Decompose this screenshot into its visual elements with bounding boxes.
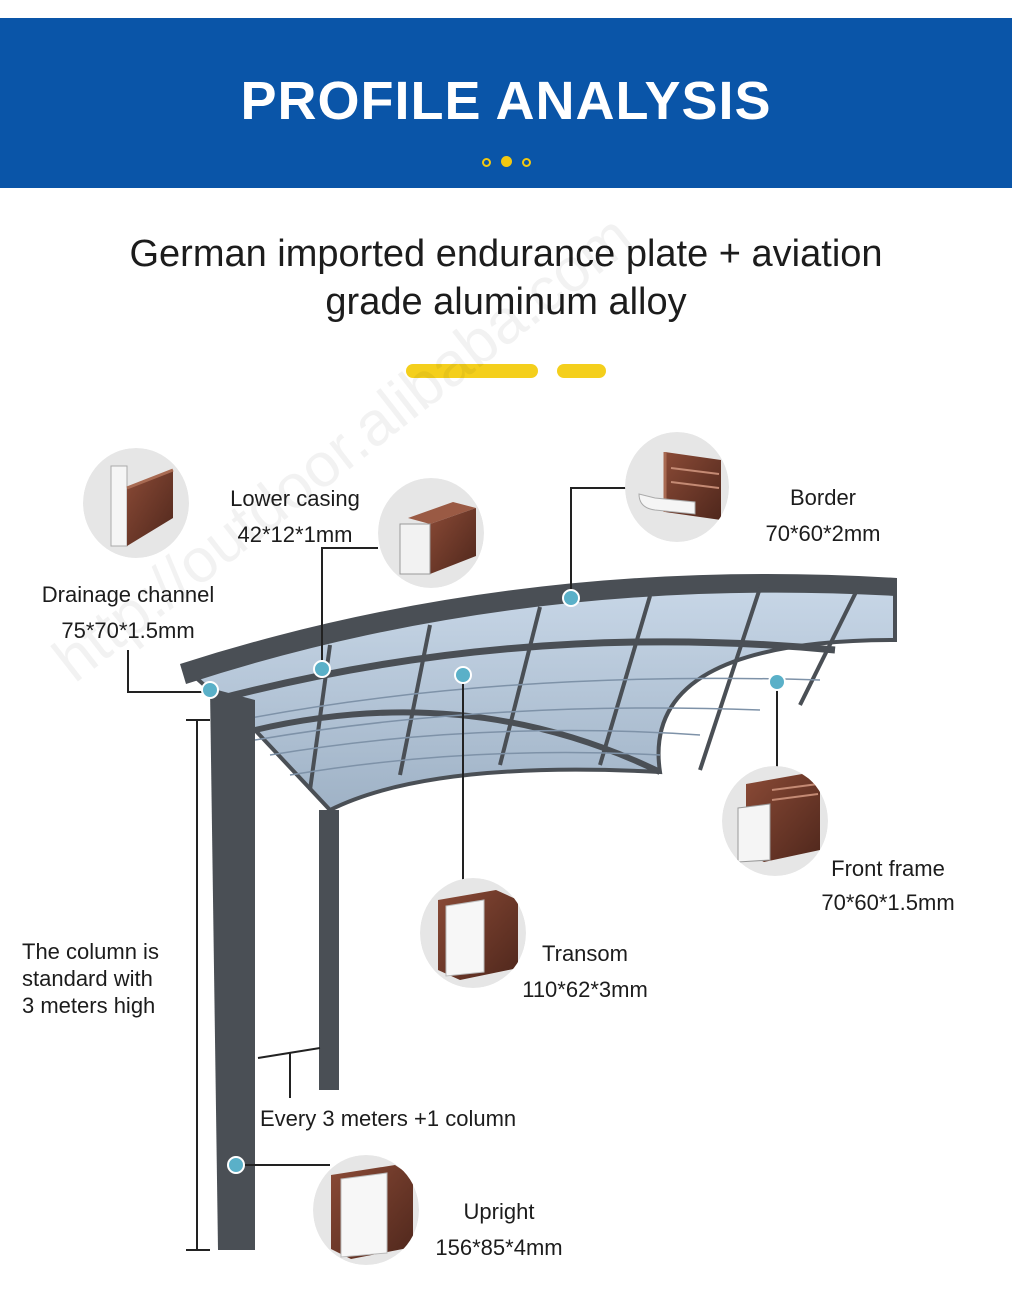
subtitle-line-2: grade aluminum alloy [325, 281, 687, 323]
drainage-channel-profile-icon [83, 448, 189, 558]
leader-lines [127, 487, 778, 1166]
drainage-channel-name: Drainage channel [41, 582, 215, 607]
spacing-bracket [257, 1047, 321, 1098]
height-bracket [186, 719, 210, 1251]
drainage-channel-label: Drainage channel 75*70*1.5mm [20, 582, 236, 644]
subtitle-line-1: German imported endurance plate + aviati… [129, 233, 883, 275]
transom-label: Transom 110*62*3mm [510, 941, 660, 1003]
column-note-line-1: The column is [22, 939, 159, 964]
upright-name: Upright [463, 1199, 535, 1224]
front-frame-name: Front frame [831, 856, 945, 881]
dot-filled-icon [500, 156, 512, 167]
transom-name: Transom [542, 941, 628, 966]
border-name: Border [789, 485, 857, 510]
border-profile-icon [625, 432, 729, 542]
accent-bar-short [557, 364, 606, 378]
transom-profile-icon [420, 878, 526, 988]
lower-casing-profile-icon [378, 478, 484, 588]
front-frame-label: Front frame 70*60*1.5mm [810, 856, 966, 916]
front-frame-size: 70*60*1.5mm [821, 890, 955, 915]
lower-casing-name: Lower casing [230, 486, 360, 511]
upright-size: 156*85*4mm [435, 1235, 563, 1260]
dot-outline-icon [521, 158, 531, 167]
title-dots [0, 154, 1012, 172]
header-banner: PROFILE ANALYSIS [0, 18, 1012, 188]
drainage-channel-size: 75*70*1.5mm [61, 618, 195, 643]
lower-casing-size: 42*12*1mm [237, 522, 353, 547]
front-frame-profile-icon [722, 766, 828, 876]
dot-outline-icon [481, 158, 491, 167]
upright-profile-icon [313, 1155, 419, 1265]
column-note-line-2: standard with [22, 966, 153, 991]
accent-bar-long [406, 364, 538, 378]
column-note-line-3: 3 meters high [22, 993, 156, 1018]
lower-casing-label: Lower casing 42*12*1mm [210, 486, 380, 548]
markers [201, 589, 786, 1174]
column-height-note: The column is standard with 3 meters hig… [22, 938, 159, 1019]
columns [210, 688, 339, 1250]
upright-label: Upright 156*85*4mm [424, 1199, 574, 1261]
border-size: 70*60*2mm [765, 521, 881, 546]
page-title: PROFILE ANALYSIS [240, 71, 772, 131]
transom-size: 110*62*3mm [522, 977, 648, 1002]
border-label: Border 70*60*2mm [748, 485, 898, 547]
subtitle: German imported endurance plate + aviati… [40, 230, 972, 326]
column-spacing-note: Every 3 meters +1 column [260, 1106, 517, 1131]
